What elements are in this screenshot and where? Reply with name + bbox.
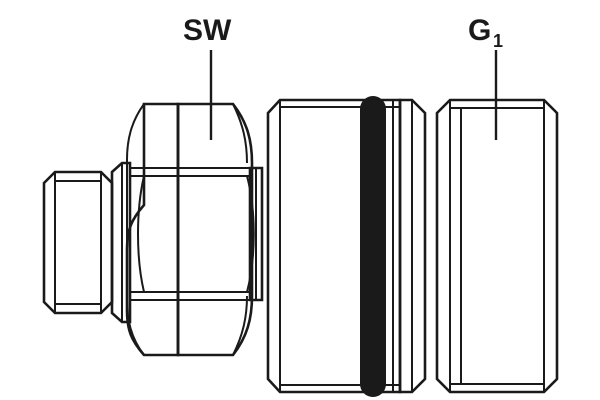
hex-flange-rear-group (125, 102, 180, 357)
hex-rear-chamfer-lower (126, 210, 145, 356)
seal-ring-band (360, 96, 386, 397)
shoulder-collar-group (248, 166, 264, 302)
thread-sleeve-group (435, 98, 559, 394)
connector-step-group (398, 98, 427, 394)
hex-flange-front-group (176, 102, 255, 357)
label-sw: SW (183, 14, 232, 47)
shoulder-collar-outline (248, 166, 264, 302)
seal-ring-group (360, 96, 386, 397)
hex-flange-front-outline (176, 102, 254, 357)
label-g1: G (468, 14, 491, 47)
hex-front-chamfer-lower (232, 295, 248, 356)
thread-sleeve-outline (435, 98, 559, 394)
hex-rear-belly (137, 175, 145, 293)
left-spigot-group (42, 170, 114, 315)
hex-front-chamfer-upper (232, 103, 248, 164)
hex-flange-rear-outline (125, 102, 180, 357)
label-g1-subscript: 1 (493, 31, 503, 51)
hex-rear-chamfer-upper (126, 103, 145, 250)
